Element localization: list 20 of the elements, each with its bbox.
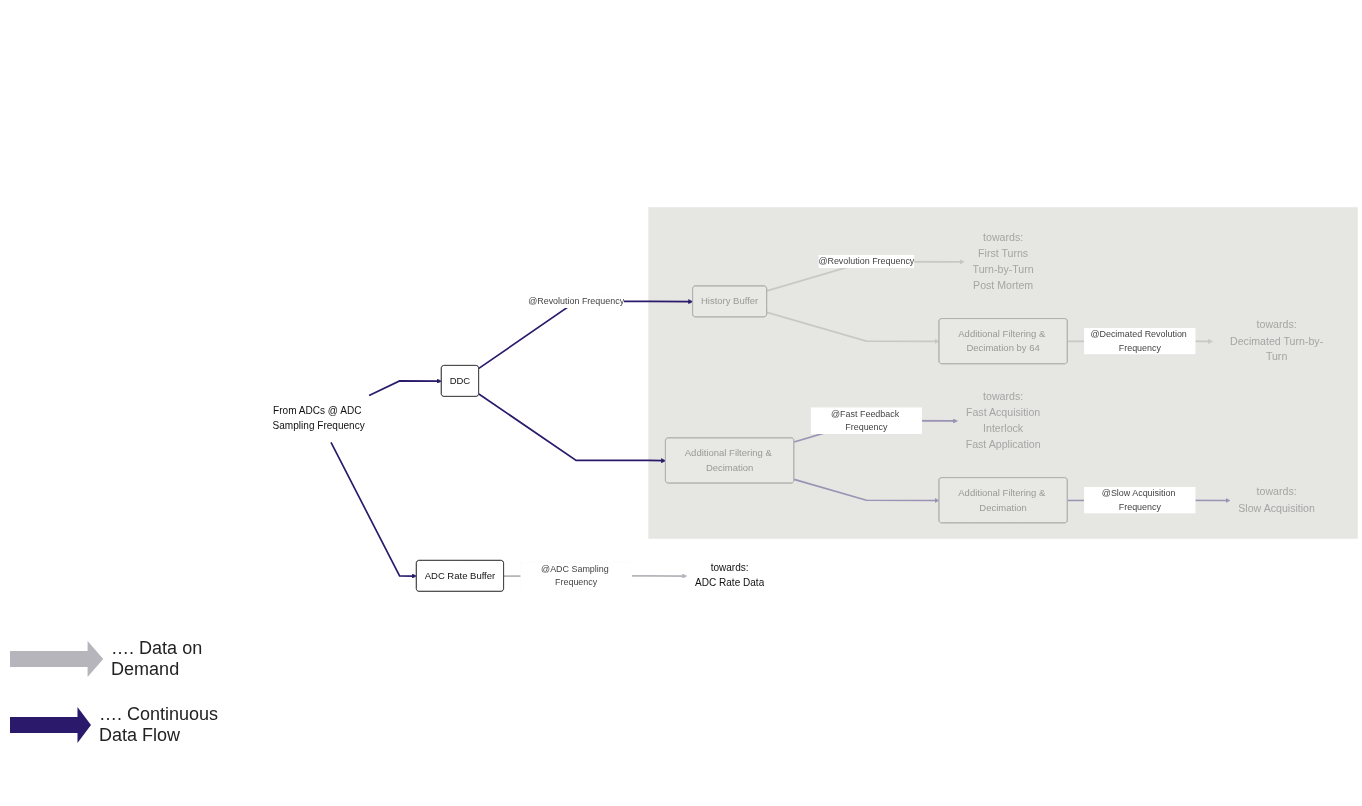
node-text: towards: ADC Rate Data [694,562,765,589]
node-text: towards: Slow Acquisition [1238,485,1315,514]
arrow [478,392,666,463]
arrow [793,478,940,503]
node-text: towards: First Turns Turn-by-Turn Post Mortem [972,231,1034,291]
edge-label: @Revolution Frequency [818,256,915,266]
edge-label: @Slow Acquisition Frequency [1101,488,1176,511]
arrow [766,311,940,344]
arrow [330,441,417,579]
edge-label: @Decimated Revolution Frequency [1090,329,1187,352]
edge-label: @Fast Feedback Frequency [831,408,900,432]
node-text: From ADCs @ ADC Sampling Frequency [272,404,365,432]
legend-text: …. Data on Demand [111,638,204,680]
edge-label: @Revolution Frequency [528,295,625,306]
edge-label: @ADC Sampling Frequency [541,563,609,587]
node-text: towards: Fast Acquisition Interlock Fast Application [965,390,1041,450]
node-text: towards: Decimated Turn-by-Turn [1230,318,1324,363]
cluster [648,206,1358,539]
arrow [368,378,442,397]
legend-text: …. Continuous Data Flow [99,704,220,746]
